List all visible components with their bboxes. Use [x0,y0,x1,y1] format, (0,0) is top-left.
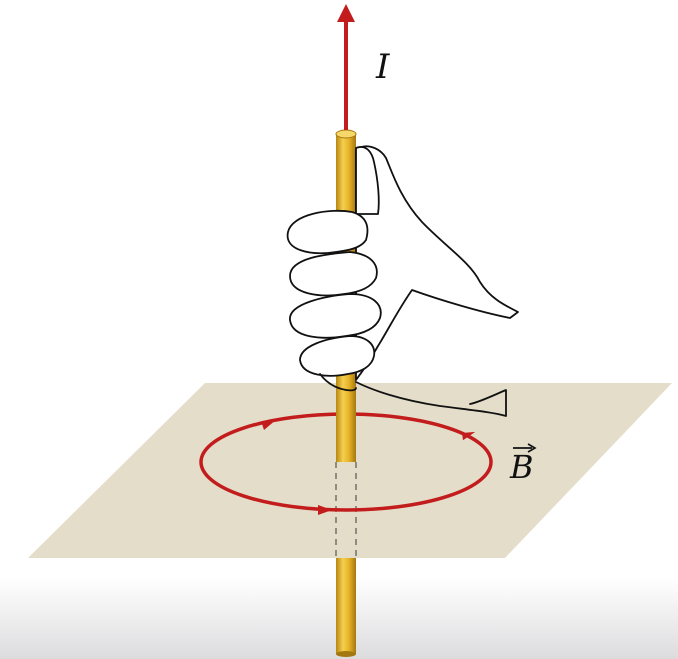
vector-arrow-icon [513,443,537,453]
wire-lower [336,558,356,657]
current-label: I [375,47,390,87]
field-label: B [509,448,534,486]
hand-finger-3 [289,293,382,339]
plane [28,383,672,558]
field-arrow-back-right [462,431,476,441]
hand-knuckle-line [319,373,357,392]
field-arrow-back-left [262,419,277,430]
hand-finger-1 [286,209,369,255]
wire-front-segment [337,246,355,258]
right-hand [286,145,519,417]
hand-palm [355,145,519,381]
hand-finger-2 [289,251,378,297]
arrow-up-icon [337,4,355,22]
hand-wrist [355,381,507,417]
field-label-group: B [509,443,537,486]
field-arrow-front [318,505,332,515]
hand-finger-4 [299,335,376,377]
hand-thumb [355,146,380,215]
current-arrow [337,4,355,130]
